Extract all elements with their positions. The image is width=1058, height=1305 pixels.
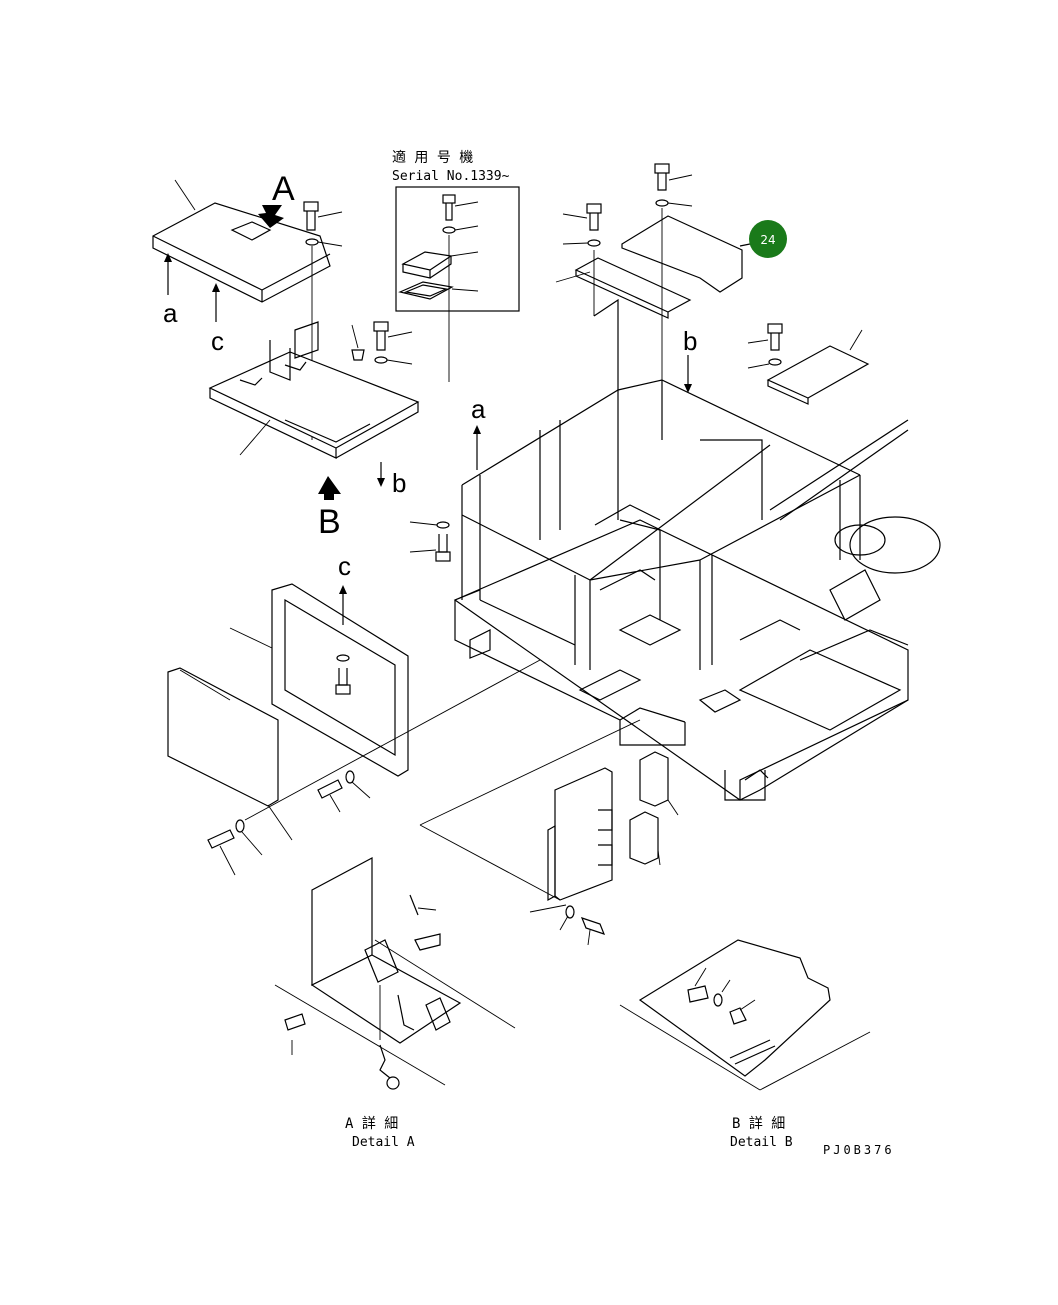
callout-24-badge xyxy=(749,220,787,258)
view-letter-c-panel: c xyxy=(338,551,351,581)
view-letter-c-left: c xyxy=(211,326,224,356)
detail-B-drawing: B 詳 細 Detail B xyxy=(619,939,871,1150)
side-panels: c xyxy=(167,551,541,876)
drawing-code: PJ0B376 xyxy=(823,1143,895,1157)
view-arrow-B xyxy=(318,476,341,500)
view-letter-b-mid: b xyxy=(392,468,406,498)
detail-A-title: Detail A xyxy=(352,1135,415,1150)
view-letter-b-right: b xyxy=(683,326,697,356)
upper-plates: 24 b xyxy=(555,163,870,405)
detail-A-title-jp: A 詳 細 xyxy=(345,1116,398,1132)
serial-number-label: Serial No.1339~ xyxy=(392,169,510,184)
view-letter-A: A xyxy=(272,170,295,208)
callout-24-number: 24 xyxy=(760,233,775,247)
top-cover-assembly: A a c xyxy=(152,170,343,440)
serial-detail-box xyxy=(395,186,520,312)
view-letter-a-frame: a xyxy=(471,394,486,424)
cover-base-assembly: b B xyxy=(208,321,420,541)
serial-box-parts xyxy=(398,194,479,382)
bracket-detail xyxy=(419,719,679,946)
view-arrow-A xyxy=(258,205,284,228)
applicable-label-jp: 適 用 号 機 xyxy=(392,149,473,166)
detail-A-drawing: A 詳 細 Detail A xyxy=(274,857,516,1150)
main-frame: a xyxy=(409,379,941,801)
detail-B-title-jp: B 詳 細 xyxy=(732,1116,785,1132)
view-letter-a-left: a xyxy=(163,298,178,328)
view-letter-B: B xyxy=(318,503,341,541)
detail-B-title: Detail B xyxy=(730,1135,793,1150)
